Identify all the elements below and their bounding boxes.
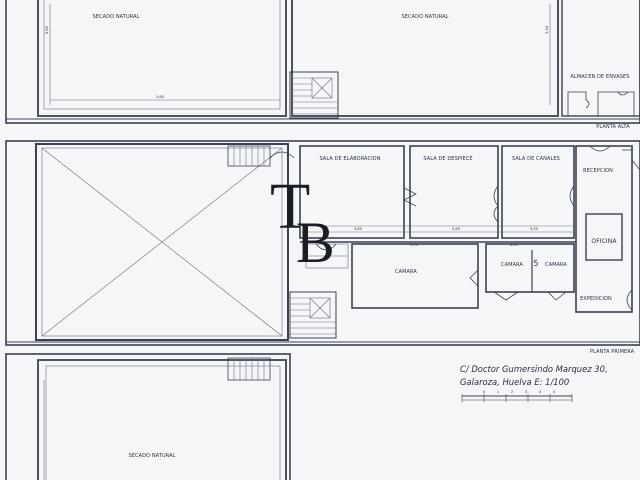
dim-top-1: 5,80 <box>156 95 165 99</box>
almacen-partition-2 <box>597 91 635 116</box>
middle-floor: SALA DE ELABORACION SALA DE DESPIECE SAL… <box>5 140 640 355</box>
label-camara-1: CAMARA <box>501 262 523 268</box>
scale-tick-1: 1 <box>497 390 499 394</box>
scale-tick-2: 2 <box>511 390 513 394</box>
label-oficina: OFICINA <box>591 238 617 245</box>
room-sala-elaboracion <box>299 145 405 239</box>
label-camara-number: 5 <box>533 259 538 268</box>
room-sala-canales <box>501 145 575 239</box>
label-secado-top-left: SECADO NATURAL <box>93 14 140 20</box>
label-recepcion: RECEPCION <box>583 168 613 174</box>
label-almacen: ALMACEN DE ENVASES <box>570 74 629 80</box>
label-planta-primera: PLANTA PRIMERA <box>590 349 635 355</box>
room-camara-main <box>351 243 479 309</box>
address-block: C/ Doctor Gumersindo Marquez 30, Galaroz… <box>460 364 608 387</box>
top-floor-outer-wall <box>5 0 640 124</box>
top-stairs <box>289 71 339 119</box>
room-sala-despiece <box>409 145 499 239</box>
dim-mid-4: 3,50 <box>410 243 419 247</box>
middle-stairs-lower <box>289 291 337 339</box>
dim-mid-5: 6,05 <box>510 243 518 247</box>
big-hall <box>35 143 289 341</box>
scale-bar: 0 1 2 3 4 5 <box>461 390 573 402</box>
top-left-room-inner <box>43 0 281 110</box>
scale-tick-3: 3 <box>525 390 527 394</box>
almacen-partition <box>567 91 587 116</box>
label-camara-2: CAMARA <box>545 262 567 268</box>
label-secado-top-middle: SECADO NATURAL <box>402 14 449 20</box>
dim-top-3: 3,94 <box>545 25 549 34</box>
room-camara-pair <box>485 243 575 293</box>
processing-rooms <box>299 145 640 313</box>
room-recepcion <box>575 145 633 313</box>
address-line-2: Galaroza, Huelva E: 1/100 <box>460 377 569 387</box>
top-floor: SECADO NATURAL SECADO NATURAL ALMACEN DE… <box>5 0 640 130</box>
dim-mid-1: 3,80 <box>354 227 363 231</box>
bottom-floor: SECADO NATURAL <box>5 353 291 480</box>
label-planta-alta: PLANTA ALTA <box>596 124 630 130</box>
top-middle-room <box>291 0 559 117</box>
address-line-1: C/ Doctor Gumersindo Marquez 30, <box>460 364 608 374</box>
bottom-outer-wall <box>5 353 291 480</box>
scale-tick-5: 5 <box>553 390 555 394</box>
label-sala-canales: SALA DE CANALES <box>512 156 560 162</box>
label-camara-main: CAMARA <box>395 269 417 275</box>
middle-floor-outer-wall <box>5 140 640 346</box>
top-left-room <box>37 0 287 117</box>
label-secado-bottom: SECADO NATURAL <box>129 453 176 459</box>
bottom-stairs <box>227 357 271 381</box>
logo-letter-b: B <box>296 210 335 275</box>
scale-tick-0: 0 <box>483 390 486 394</box>
camara-rooms <box>305 243 575 309</box>
scale-tick-4: 4 <box>539 390 542 394</box>
dim-top-2: 5,85 <box>45 26 49 34</box>
label-expedicion: EXPEDICION <box>580 296 612 302</box>
label-sala-elaboracion: SALA DE ELABORACION <box>319 156 380 162</box>
label-sala-despiece: SALA DE DESPIECE <box>423 156 472 162</box>
dim-mid-3: 3,00 <box>530 227 539 231</box>
dim-mid-2: 2,80 <box>452 227 461 231</box>
room-oficina <box>585 213 623 261</box>
middle-stairs-upper <box>227 145 295 167</box>
bottom-room <box>37 359 287 480</box>
almacen-room <box>561 0 640 117</box>
tb-logo: T B <box>270 170 335 275</box>
logo-letter-t: T <box>270 170 310 243</box>
